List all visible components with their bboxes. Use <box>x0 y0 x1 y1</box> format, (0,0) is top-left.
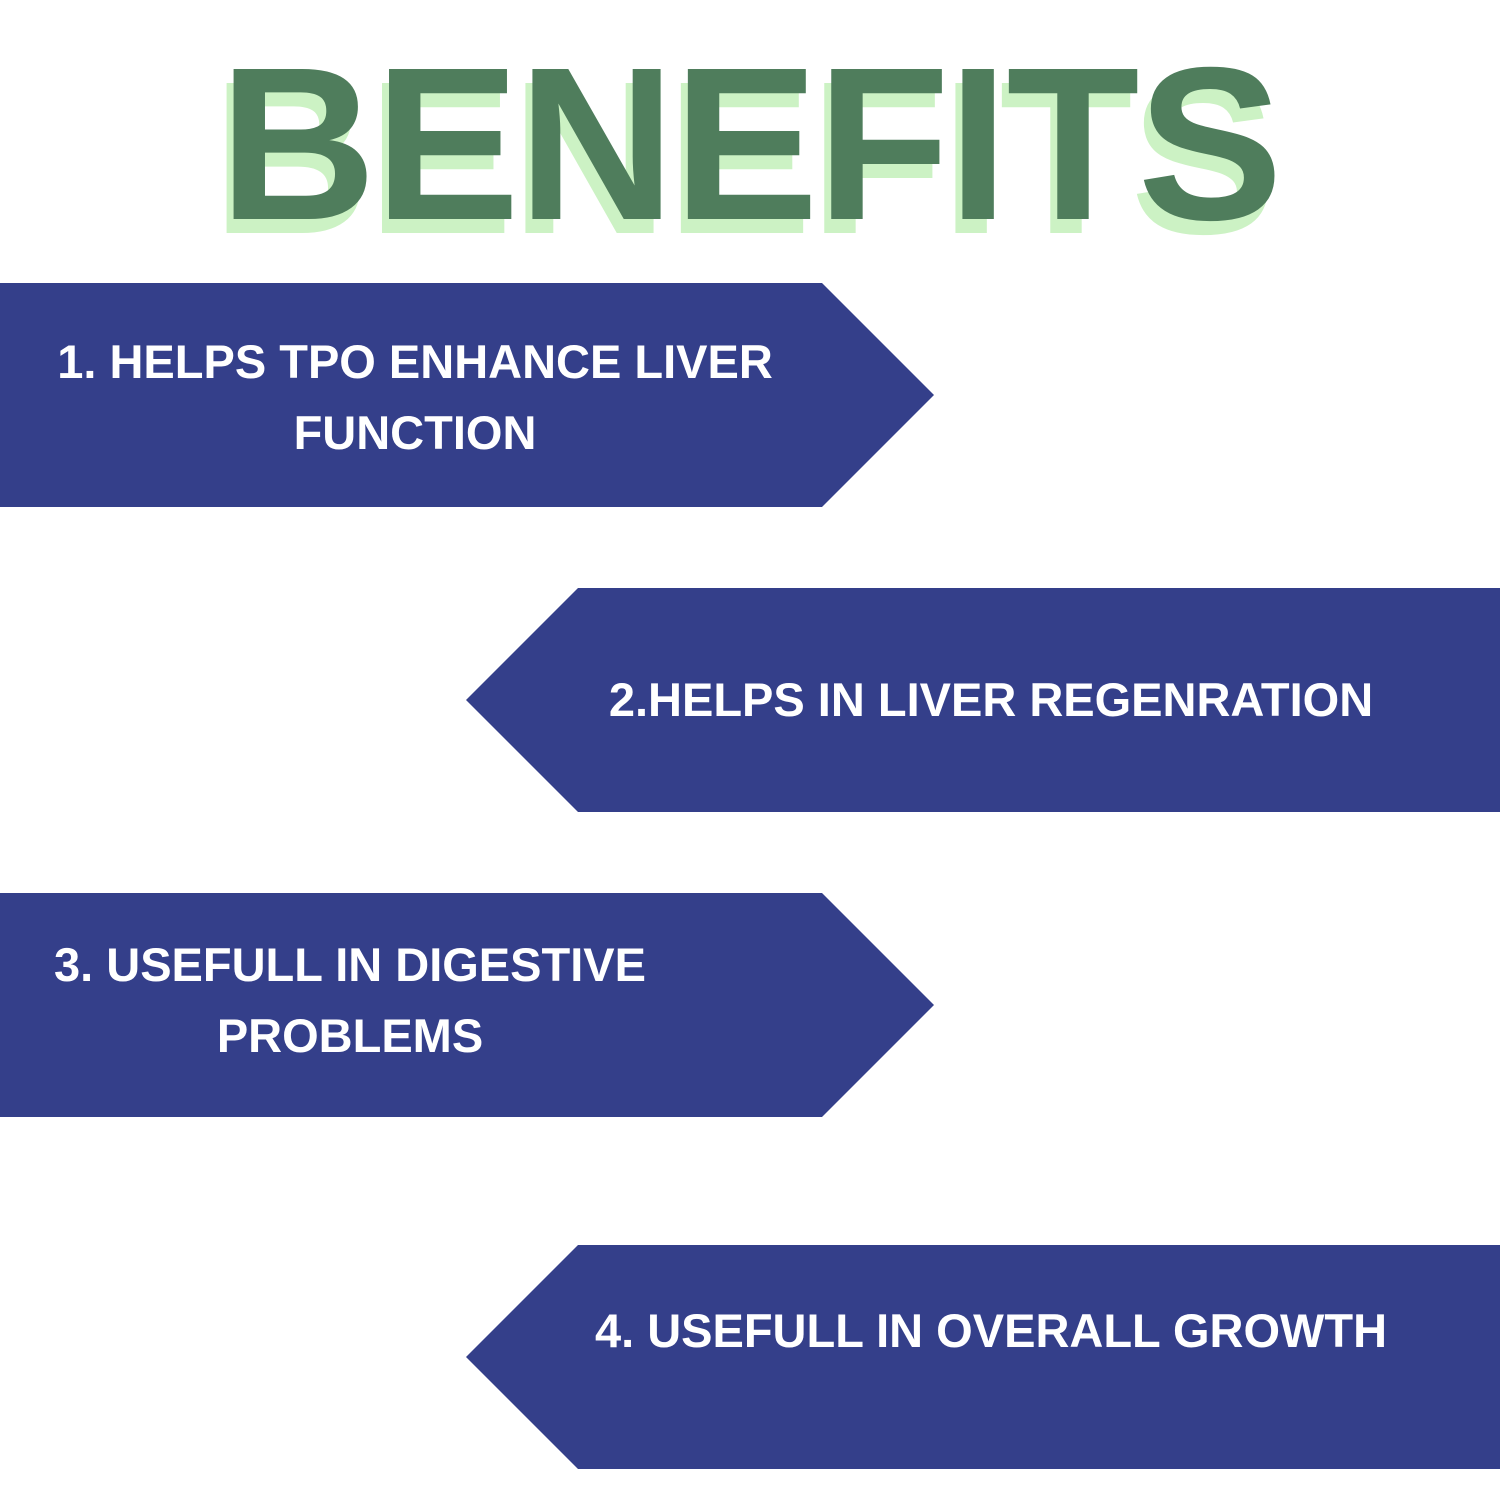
benefit-4-text: 4. USEFULL IN OVERALL GROWTH <box>526 1295 1456 1366</box>
benefit-1-line1: 1. HELPS TPO ENHANCE LIVER <box>57 335 773 388</box>
benefit-1-line2: FUNCTION <box>293 406 537 459</box>
benefit-2-line1: 2.HELPS IN LIVER REGENRATION <box>608 673 1374 726</box>
benefit-3-line2: PROBLEMS <box>216 1009 484 1062</box>
benefit-banner-4: 4. USEFULL IN OVERALL GROWTH <box>466 1245 1500 1469</box>
page-title: BENEFITS <box>219 23 1283 266</box>
benefit-3-line1: 3. USEFULL IN DIGESTIVE <box>54 938 646 991</box>
benefit-banner-3: 3. USEFULL IN DIGESTIVE PROBLEMS <box>0 893 934 1117</box>
benefit-banner-2: 2.HELPS IN LIVER REGENRATION <box>466 588 1500 812</box>
benefit-1-text: 1. HELPS TPO ENHANCE LIVER FUNCTION <box>0 326 830 468</box>
benefit-3-text: 3. USEFULL IN DIGESTIVE PROBLEMS <box>0 929 700 1071</box>
benefit-4-line1: 4. USEFULL IN OVERALL GROWTH <box>594 1304 1388 1357</box>
benefit-2-text: 2.HELPS IN LIVER REGENRATION <box>526 664 1456 735</box>
benefit-banner-1: 1. HELPS TPO ENHANCE LIVER FUNCTION <box>0 283 934 507</box>
